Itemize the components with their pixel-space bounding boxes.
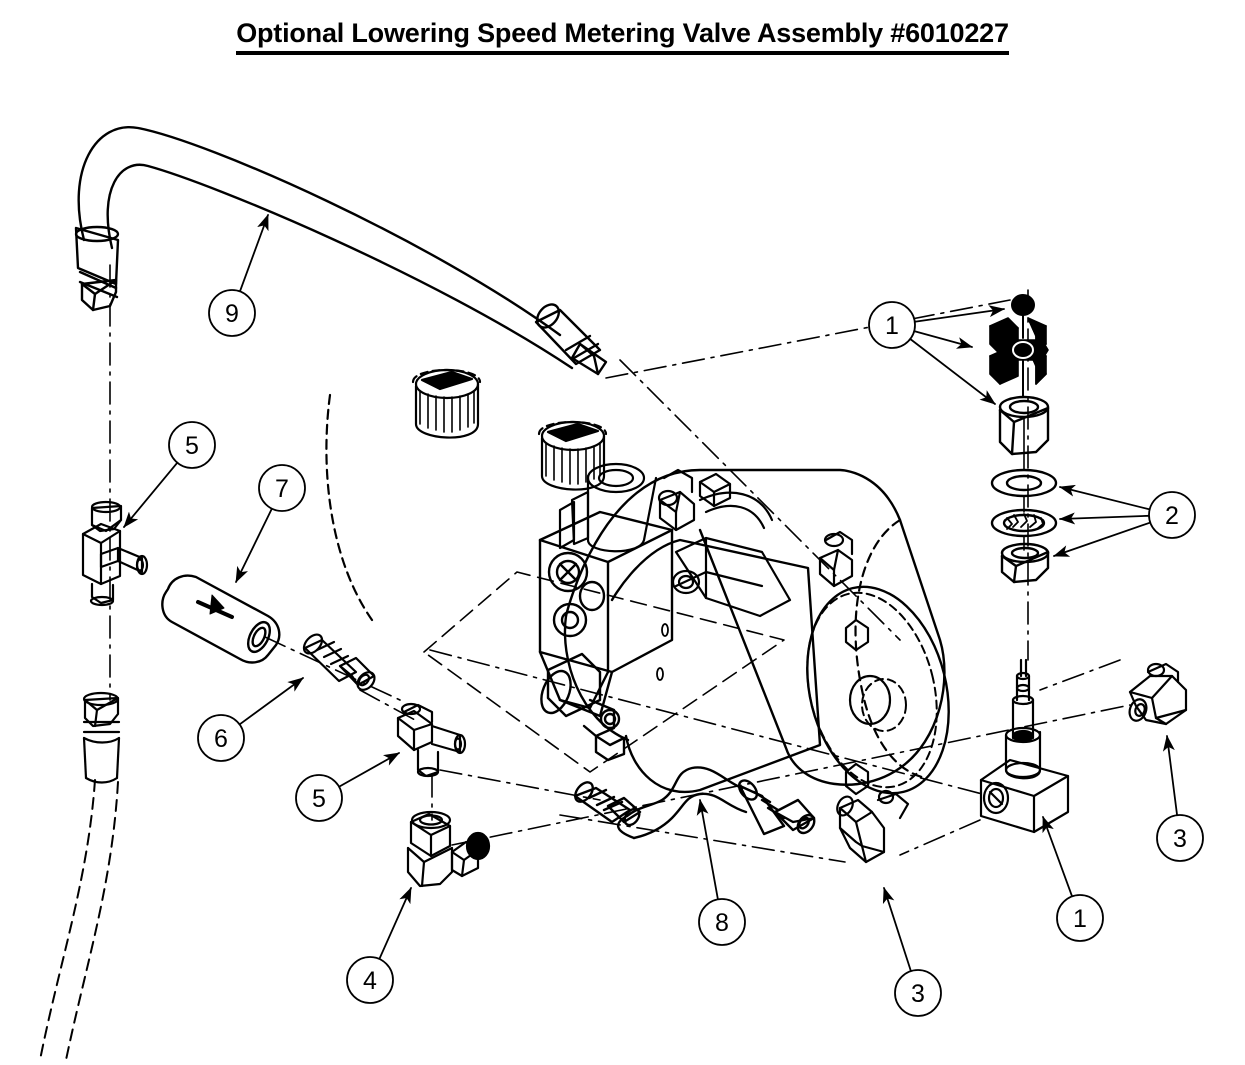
callout-9[interactable]: 9 [208,289,256,337]
callout-3-right-circle[interactable] [1156,814,1204,862]
callout-5-lower-circle[interactable] [295,774,343,822]
callout-2-leader-0 [1059,484,1151,511]
callout-6-circle[interactable] [197,714,245,762]
callout-3-right[interactable]: 3 [1156,814,1204,862]
callout-6[interactable]: 6 [197,714,245,762]
page-title: Optional Lowering Speed Metering Valve A… [0,18,1245,55]
callout-1-top[interactable]: 1 [868,301,916,349]
callout-4-number: 4 [363,967,377,995]
callout-8-leader-0 [696,799,719,901]
callout-9-number: 9 [225,300,239,328]
callout-9-circle[interactable] [208,289,256,337]
callout-5-lower-number: 5 [312,785,326,813]
callout-1-top-circle[interactable] [868,301,916,349]
mounting-plate-phantom [423,571,785,773]
callout-3-right-leader-0 [1162,735,1178,817]
callout-3-bottom[interactable]: 3 [894,969,942,1017]
hydraulic-power-unit-phantom [325,368,950,796]
part-5-tee-upper [81,500,149,607]
callout-7[interactable]: 7 [258,464,306,512]
part-1-star-knob [989,294,1050,471]
callout-2[interactable]: 2 [1148,491,1196,539]
callout-7-number: 7 [275,475,289,503]
callout-5-upper[interactable]: 5 [168,421,216,469]
callout-3-right-number: 3 [1173,825,1187,853]
part-7-check-valve [161,574,281,664]
part-4-elbow-with-plug [406,810,491,888]
callout-1-top-number: 1 [885,312,899,340]
callout-1-bottom-circle[interactable] [1056,894,1104,942]
callout-8-circle[interactable] [698,898,746,946]
callout-6-leader-0 [238,677,304,726]
callout-3-bottom-number: 3 [911,980,925,1008]
callout-5-upper-circle[interactable] [168,421,216,469]
callout-9-leader-0 [239,214,269,293]
callout-3-bottom-leader-0 [882,887,912,973]
callout-4-leader-0 [378,887,412,960]
callout-7-circle[interactable] [258,464,306,512]
part-3-elbow-right [1128,662,1188,726]
callout-5-upper-leader-0 [123,461,179,528]
callout-2-circle[interactable] [1148,491,1196,539]
callout-3-bottom-circle[interactable] [894,969,942,1017]
callout-2-leader-2 [1053,521,1152,557]
callout-4-circle[interactable] [346,956,394,1004]
callout-5-lower-leader-0 [338,752,400,788]
callout-balloons: 1 2 9 5 7 6 5 4 8 3 1 3 [168,289,1204,1017]
callout-6-number: 6 [214,725,228,753]
part-2-washer-stack [990,468,1058,584]
callout-2-leader-1 [1059,512,1150,525]
callout-4[interactable]: 4 [346,956,394,1004]
callout-1-top-leader-1 [913,330,973,349]
callout-5-upper-number: 5 [185,432,199,460]
callout-8[interactable]: 8 [698,898,746,946]
assembly-centerlines [109,264,1131,863]
callout-leaders [123,214,1178,973]
callout-1-bottom-number: 1 [1073,905,1087,933]
callout-1-top-leader-0 [913,305,1005,323]
callout-7-leader-0 [235,507,273,583]
callout-1-bottom[interactable]: 1 [1056,894,1104,942]
callout-1-top-leader-2 [909,338,996,405]
part-1-metering-valve-body [979,658,1070,834]
part-5-tee-lower [396,702,467,778]
callout-8-number: 8 [715,909,729,937]
page-title-text: Optional Lowering Speed Metering Valve A… [236,18,1009,55]
part-6-straight-connector [302,633,376,691]
existing-hose-phantom [39,779,119,1061]
part-9-long-hose [74,125,608,376]
part-3-elbow-bottom [836,789,910,864]
callout-2-number: 2 [1165,502,1179,530]
part-8-short-hose [573,766,816,840]
existing-hose-fitting [82,691,121,784]
callout-1-bottom-leader-0 [1042,816,1073,898]
callout-5-lower[interactable]: 5 [295,774,343,822]
